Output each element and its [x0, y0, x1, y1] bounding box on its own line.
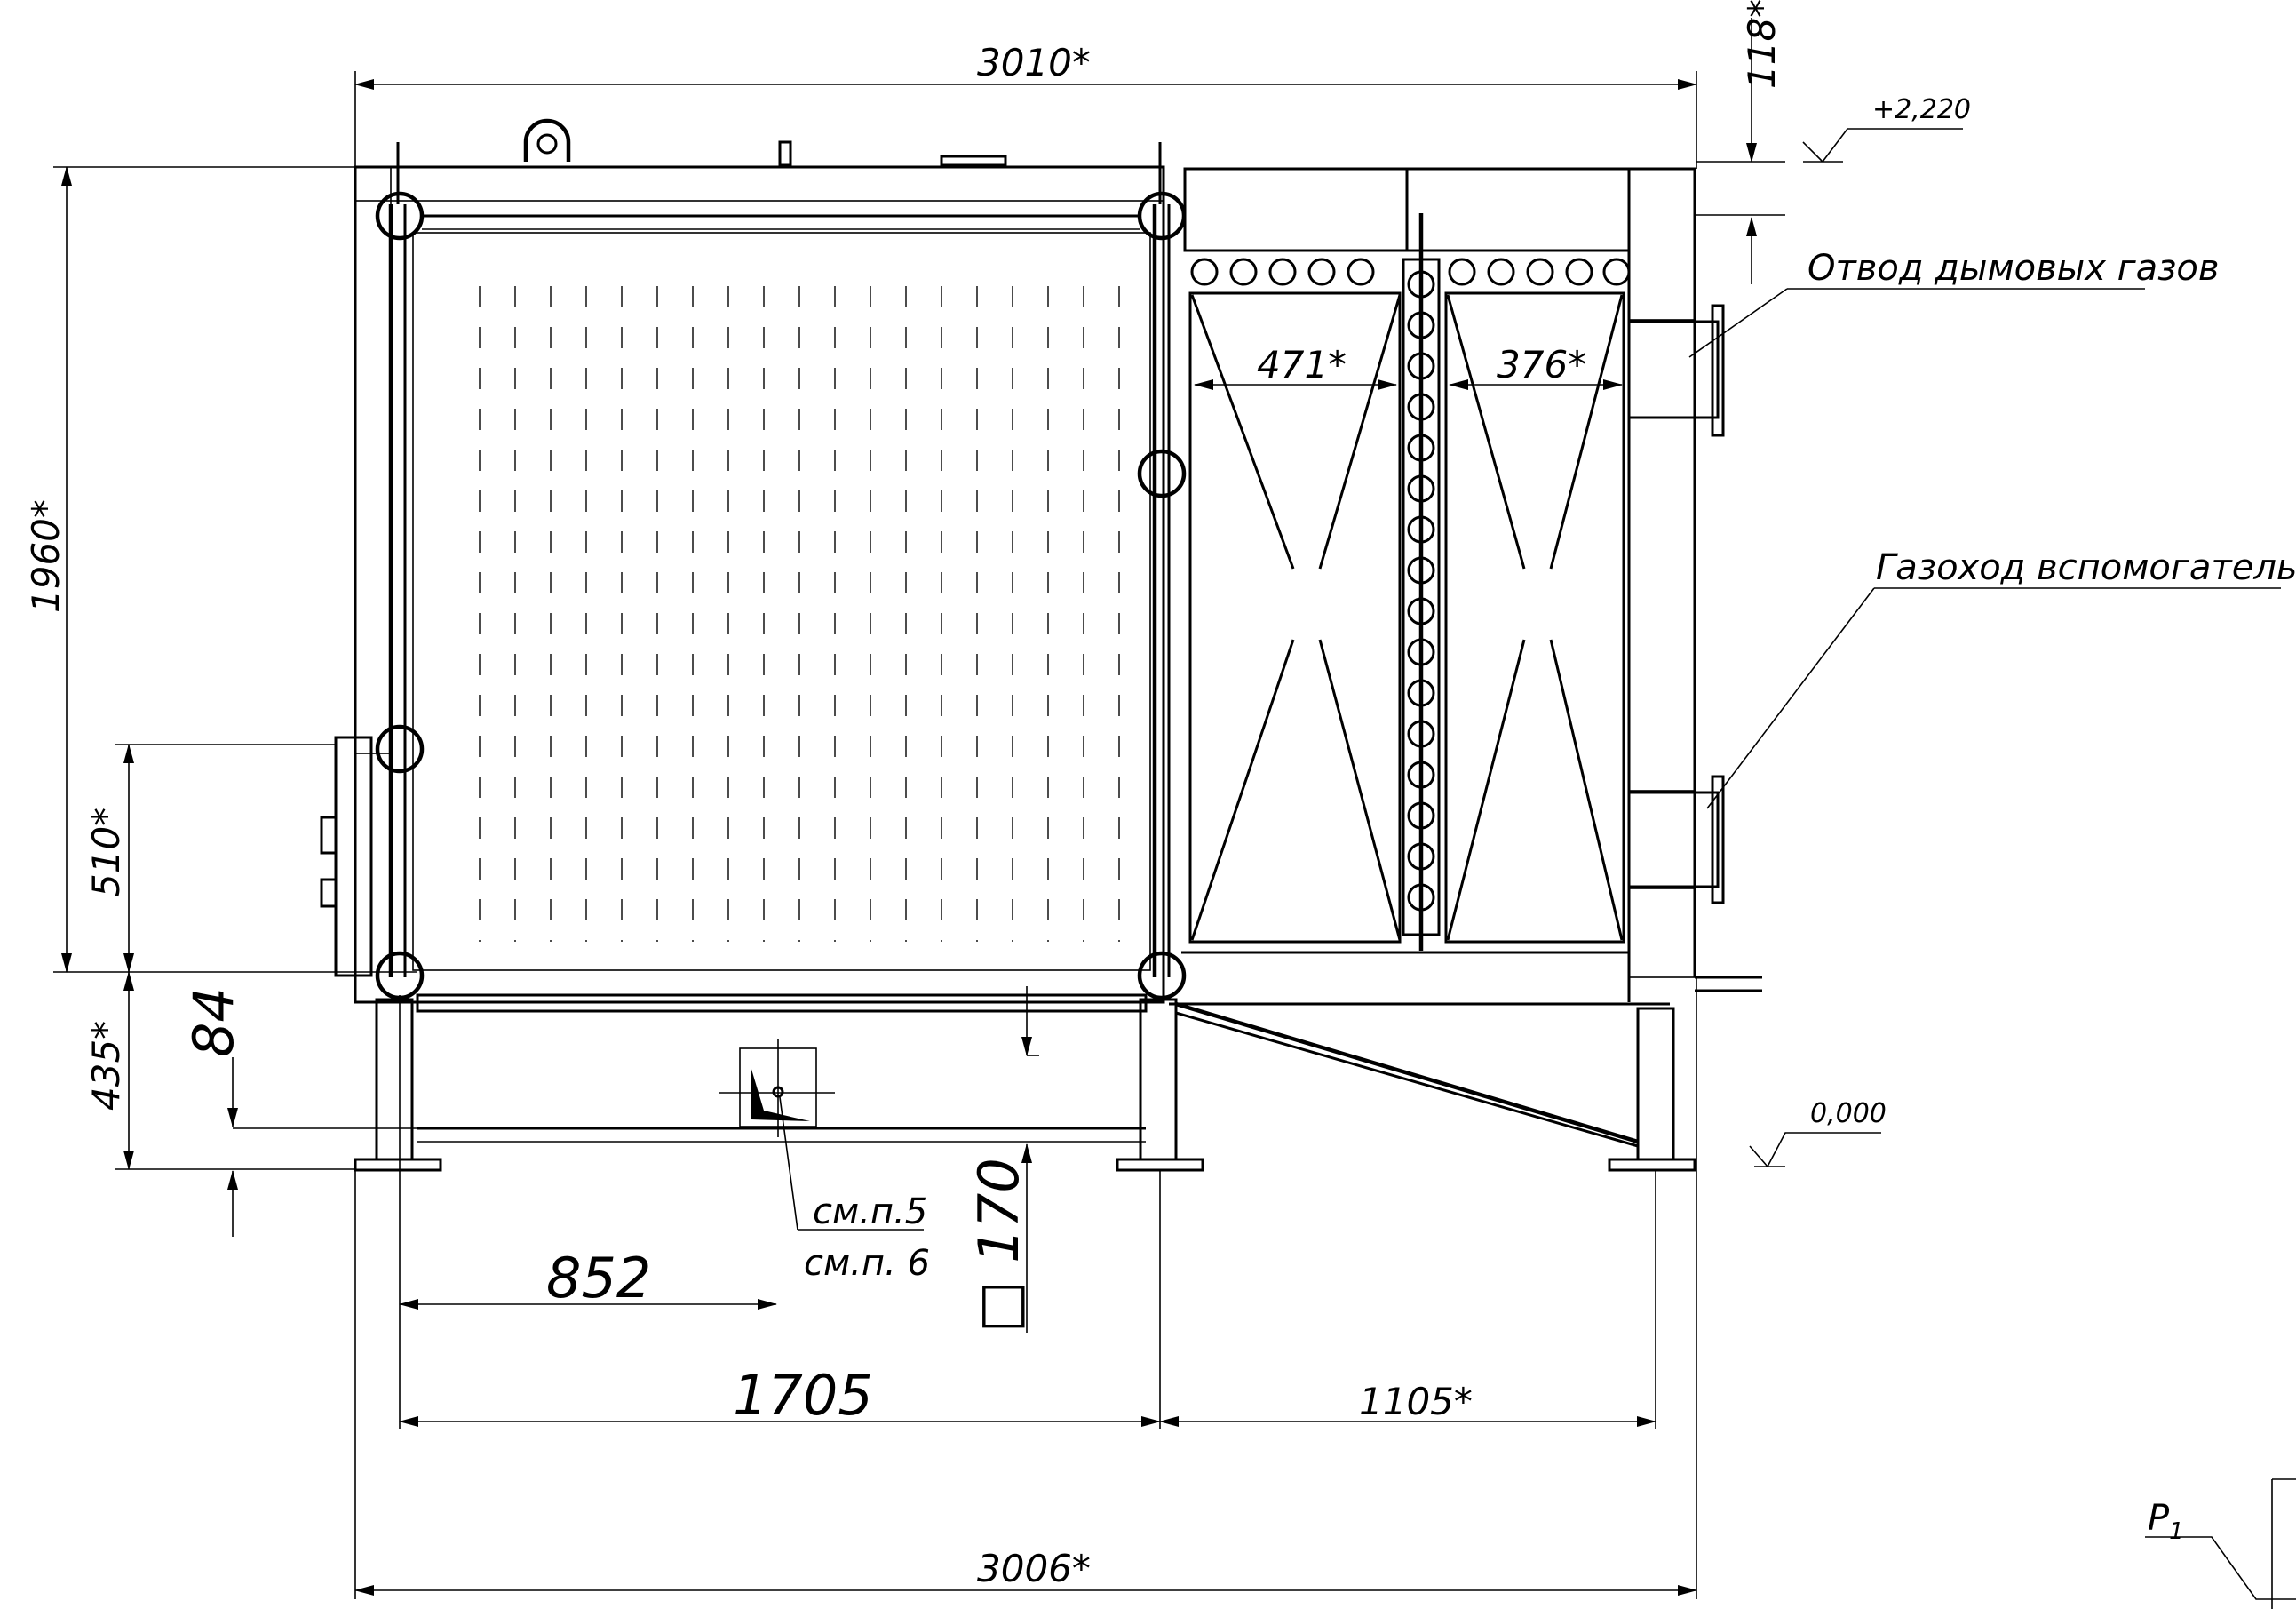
lifting-lug-left [523, 118, 571, 162]
dim-channel: □ 170 [966, 1158, 1031, 1333]
level-top: +2,220 [1872, 94, 1971, 125]
insulation-top [354, 166, 1164, 202]
dim-overall-bottom: 3006* [977, 1547, 1091, 1590]
dim-economizer-right: 376* [1497, 343, 1586, 386]
header-bottom-right [1137, 951, 1187, 1000]
furnace-section [320, 118, 1204, 1172]
header-mid-right [1137, 449, 1187, 498]
label-see-p6: см.п. 6 [804, 1243, 930, 1284]
tube-bank-dashes [453, 267, 1128, 942]
dim-economizer-left: 471* [1257, 343, 1347, 386]
leg-middle [1139, 998, 1178, 1161]
label-see-p5: см.п.5 [813, 1191, 927, 1232]
base-frame [416, 993, 1148, 1013]
level-ground: 0,000 [1810, 1098, 1887, 1129]
dim-height-total: 1960* [24, 499, 68, 613]
flue-outlet-pipe [1627, 320, 1720, 419]
economizer-panel-right [1444, 291, 1625, 944]
header-mid-left [375, 724, 425, 774]
economizer-section [1169, 167, 1762, 1172]
dim-inlet-height: 510* [84, 808, 128, 897]
dimension-lines [53, 18, 2296, 1609]
dim-section-half: 852 [546, 1246, 651, 1310]
dim-top-offset: 118* [1740, 0, 1784, 89]
tube-bank [412, 232, 1151, 971]
furnace-outline [354, 165, 1165, 1004]
leg-right [1636, 1007, 1675, 1161]
svg-text:□ 170: □ 170 [966, 1158, 1031, 1333]
leg-left [375, 998, 414, 1161]
economizer-panel-left [1188, 291, 1402, 944]
dim-section-right: 1105* [1359, 1380, 1473, 1423]
dim-overall-top: 3010* [977, 41, 1091, 84]
label-pressure: Р1 [2148, 1498, 2184, 1545]
economizer-insulation-right [1628, 168, 1696, 321]
dim-base-height: 435* [84, 1021, 128, 1111]
dim-section-main: 1705 [733, 1363, 873, 1428]
insulation-left [354, 166, 392, 754]
header-bottom-left [375, 951, 425, 1000]
label-flue-gas-outlet: Отвод дымовых газов [1807, 248, 2219, 289]
burner-door [334, 736, 373, 977]
economizer-header-column [1402, 258, 1441, 936]
aux-duct-pipe [1627, 791, 1720, 888]
label-aux-duct: Газоход вспомогательный [1876, 547, 2296, 588]
dim-base-beam: 84 [181, 987, 246, 1057]
economizer-tube-row [1190, 258, 1631, 286]
